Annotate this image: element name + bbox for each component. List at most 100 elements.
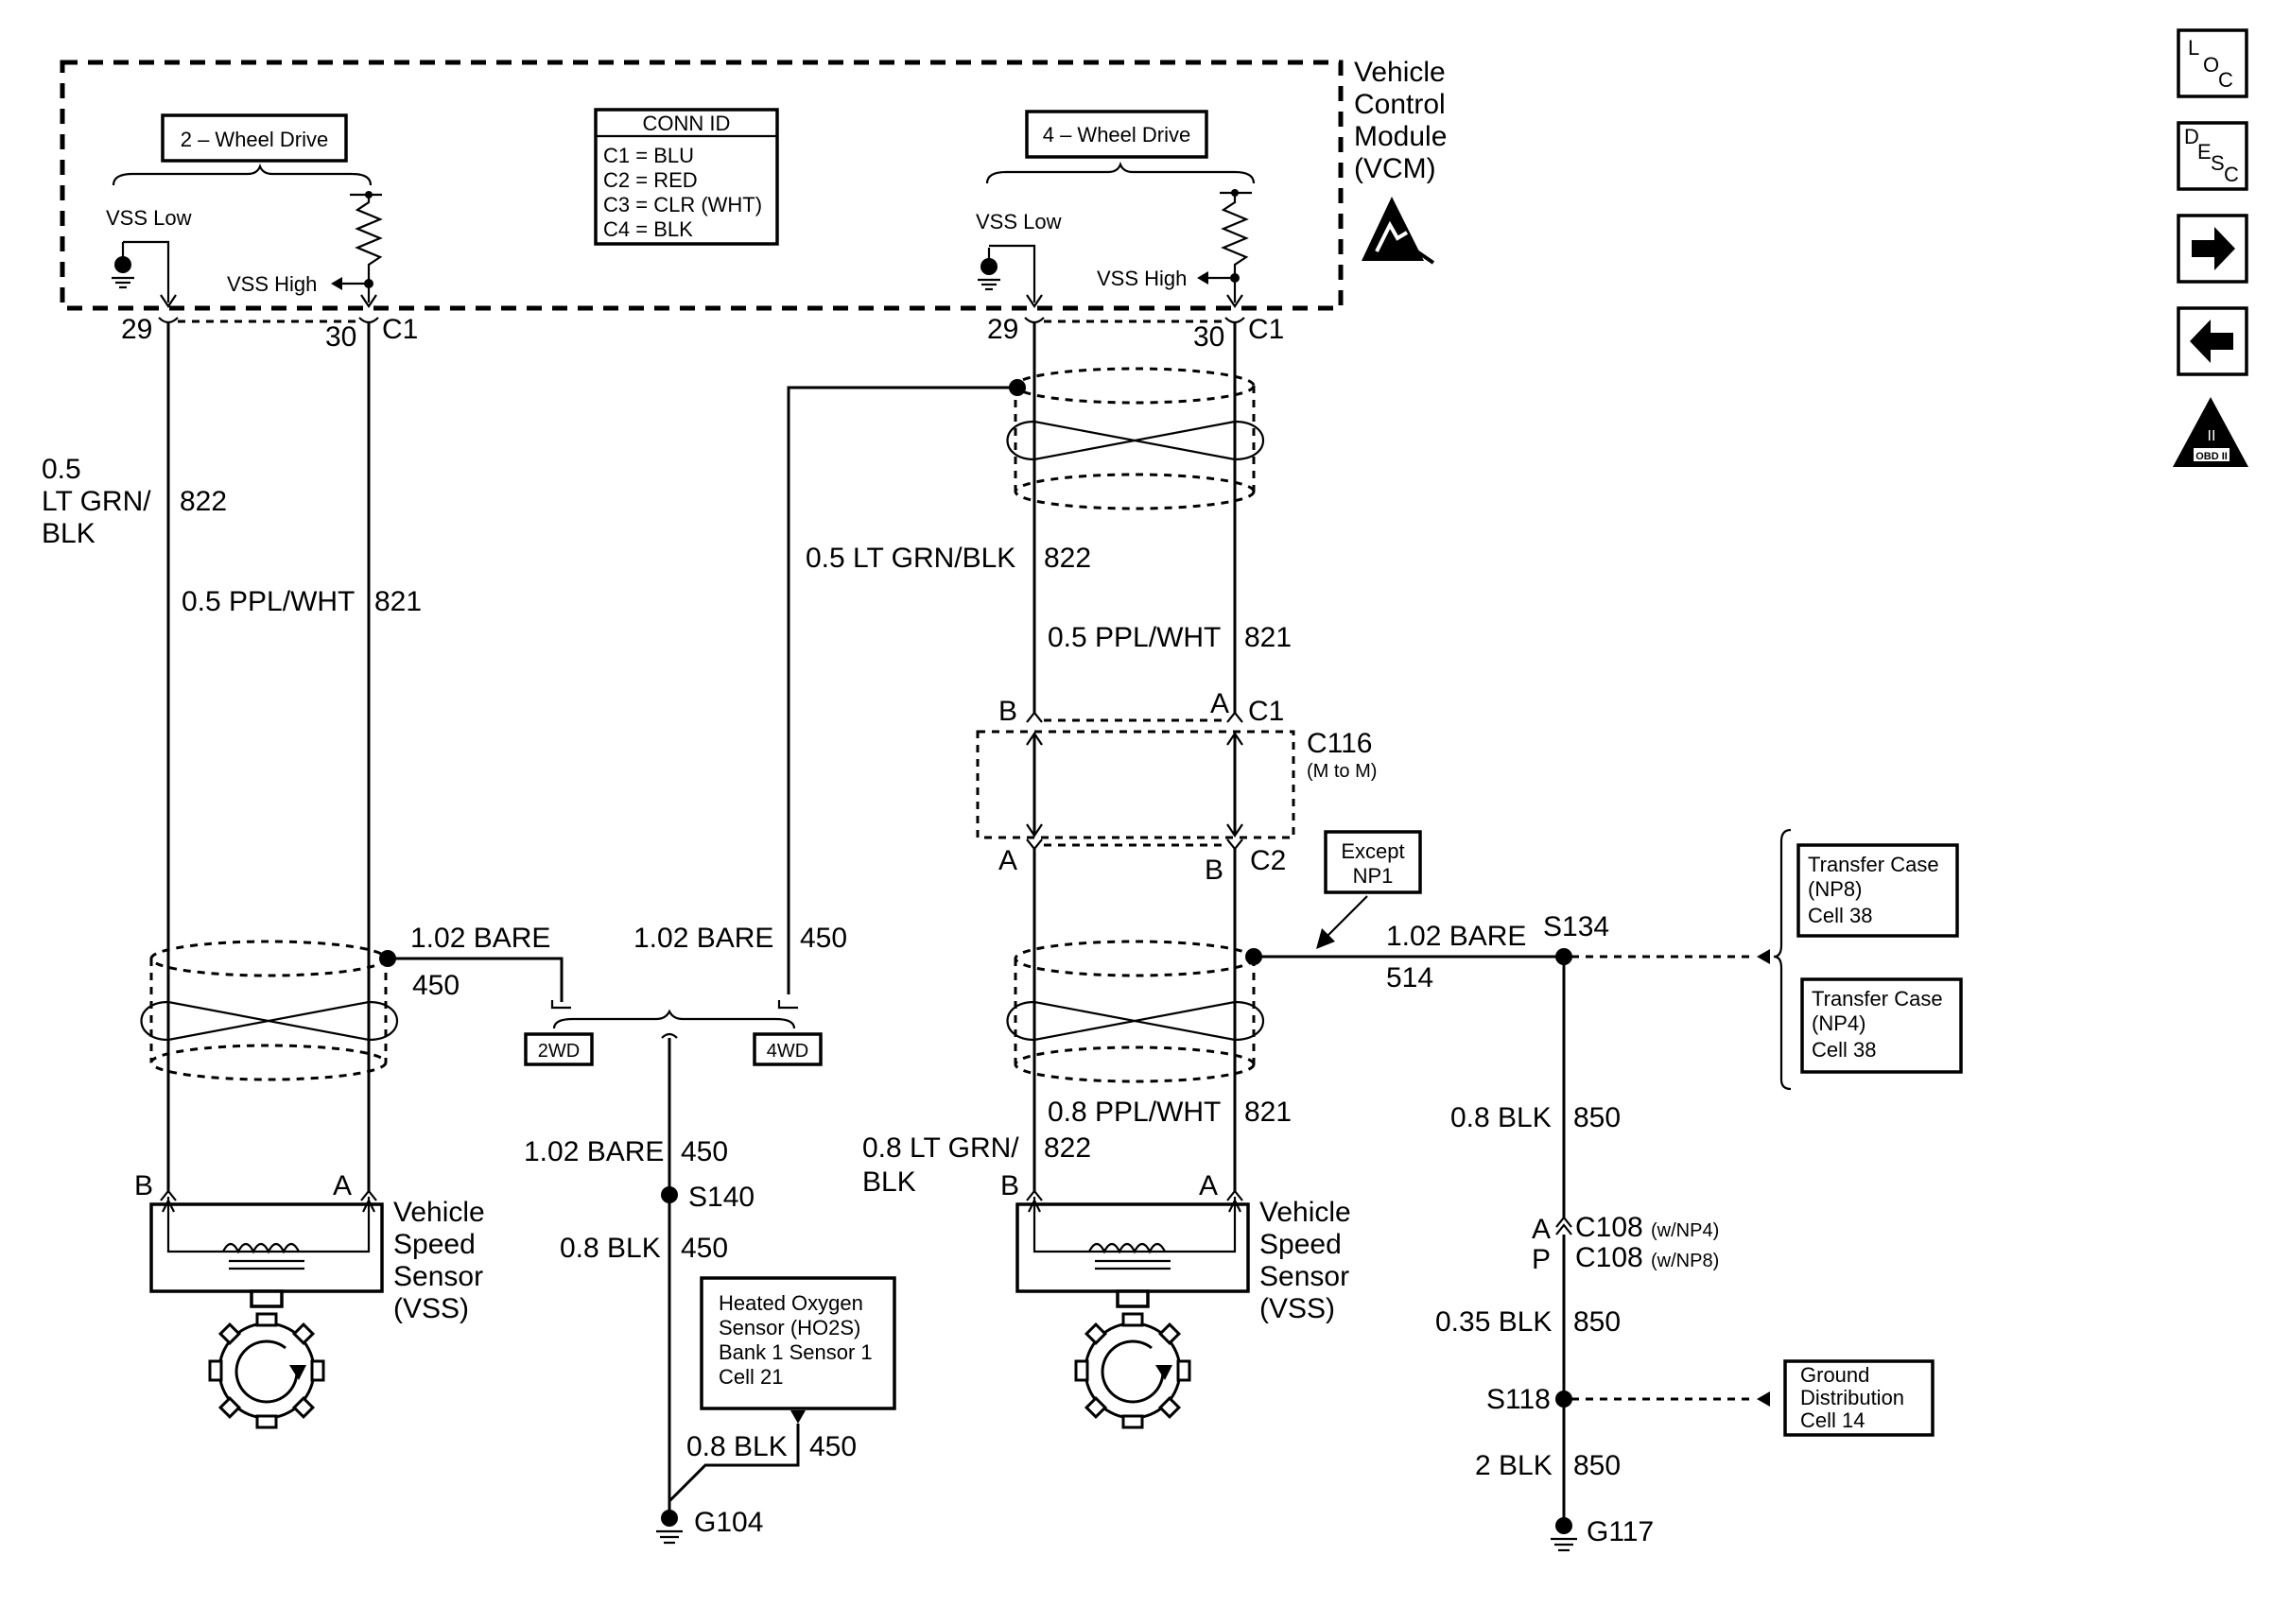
c116-bot-a: A (998, 845, 1017, 876)
except-np1-box: Except NP1 (1324, 830, 1422, 894)
right-vss-sensor (1015, 1197, 1250, 1308)
c116-name: C116 (1307, 728, 1373, 759)
right-conn-c1: C1 (1248, 314, 1284, 345)
left-pin-29: 29 (121, 314, 152, 345)
ho2s-line-4: Cell 21 (719, 1365, 783, 1389)
right-vss-line-4: (VSS) (1259, 1293, 1335, 1324)
vcm-title-line-1: Vehicle (1354, 57, 1446, 88)
conn-id-box: CONN ID C1 = BLU C2 = RED C3 = CLR (WHT)… (594, 108, 779, 246)
vcm-title-line-4: (VCM) (1354, 153, 1436, 184)
right-lower-822-line-1: 0.8 LT GRN/ (862, 1132, 1019, 1164)
center-blk-num: 450 (681, 1233, 728, 1264)
center-4wd-label: 1.02 BARE (633, 923, 773, 954)
left-conn-c1: C1 (382, 314, 418, 345)
except-line-2: NP1 (1353, 864, 1394, 888)
right-lower-822-line-2: BLK (862, 1166, 916, 1198)
desc-letter-d: D (2184, 125, 2199, 148)
ground-wire2-label: 0.35 BLK (1435, 1306, 1552, 1338)
ground-g104-icon (656, 1510, 683, 1545)
splice-s118: S118 (1486, 1384, 1551, 1415)
except-line-1: Except (1341, 839, 1404, 863)
esd-warning-icon (1362, 197, 1435, 265)
4wd-vss-high: VSS High (1097, 267, 1187, 290)
transfer-case-np8-box: Transfer Case (NP8) Cell 38 (1796, 843, 1959, 938)
right-circuit: 0.5 LT GRN/BLK 822 0.5 PPL/WHT 821 B A C… (806, 317, 1609, 1429)
right-upper-shield (1006, 367, 1264, 510)
2wd-vss-high: VSS High (227, 272, 317, 296)
center-blk-label: 0.8 BLK (560, 1233, 661, 1264)
right-822-label: 0.5 LT GRN/BLK (806, 543, 1015, 574)
ho2s-line-2: Sensor (HO2S) (719, 1316, 860, 1339)
transfer-case-np4-box: Transfer Case (NP4) Cell 38 (1800, 977, 1963, 1074)
ground-circuit: Transfer Case (NP8) Cell 38 Transfer Cas… (1435, 828, 1963, 1552)
right-vss-pin-a: A (1199, 1170, 1218, 1201)
left-vss-line-2: Speed (393, 1229, 476, 1260)
ho2s-box: Heated Oxygen Sensor (HO2S) Bank 1 Senso… (700, 1276, 896, 1410)
c108-p-label: C108 (1575, 1242, 1643, 1273)
left-822-line-3: BLK (42, 518, 95, 549)
left-vss-pin-b: B (134, 1170, 153, 1201)
left-arrow-icon (2190, 320, 2233, 363)
c116-top-conn: C1 (1248, 696, 1284, 727)
c108-a-sub: (w/NP4) (1651, 1220, 1719, 1241)
vcm-boundary (60, 60, 1344, 311)
right-shield-num: 514 (1386, 962, 1433, 993)
loc-button[interactable]: L O C (2177, 28, 2248, 98)
ground-g117-icon (1551, 1517, 1577, 1552)
desc-button[interactable]: D E S C (2177, 121, 2248, 191)
prev-button[interactable] (2177, 306, 2248, 376)
left-822-line-1: 0.5 (42, 454, 81, 485)
left-twisted-pair-shield (140, 940, 398, 1081)
c116-sub: (M to M) (1307, 761, 1377, 782)
desc-letter-s: S (2211, 151, 2225, 175)
conn-id-line-4: C4 = BLK (603, 217, 693, 241)
left-vss-line-3: Sensor (393, 1261, 483, 1292)
ground-wire1-num: 850 (1573, 1102, 1621, 1133)
ho2s-line-3: Bank 1 Sensor 1 (719, 1340, 873, 1364)
next-button[interactable] (2177, 214, 2248, 284)
right-shield-label: 1.02 BARE (1386, 921, 1526, 952)
c116-top-a: A (1210, 688, 1229, 719)
obd-label: OBD II (2195, 451, 2228, 462)
right-pin-29: 29 (987, 314, 1018, 345)
tag-4wd: 4WD (767, 1041, 808, 1062)
left-reluctor-wheel-icon (208, 1312, 325, 1429)
conn-id-line-3: C3 = CLR (WHT) (603, 193, 762, 216)
left-shield-label: 1.02 BARE (410, 923, 550, 954)
gnd-dist-line-1: Ground (1800, 1363, 1869, 1387)
ground-g117: G117 (1587, 1516, 1654, 1547)
obd-roman: II (2208, 428, 2216, 444)
splice-s140: S140 (688, 1182, 755, 1213)
gnd-dist-line-2: Distribution (1800, 1386, 1904, 1409)
right-lower-822-num: 822 (1044, 1132, 1091, 1164)
right-821-num: 821 (1244, 622, 1292, 653)
center-ho2s-wire-label: 0.8 BLK (686, 1431, 788, 1462)
np4-line-2: (NP4) (1812, 1011, 1865, 1035)
left-shield-num: 450 (412, 970, 460, 1001)
right-822-num: 822 (1044, 543, 1091, 574)
right-lower-shield (1006, 940, 1264, 1083)
conn-id-line-2: C2 = RED (603, 168, 698, 192)
ground-wire2-num: 850 (1573, 1306, 1621, 1338)
left-vss-line-4: (VSS) (393, 1293, 469, 1324)
left-circuit: 0.5 LT GRN/ BLK 822 0.5 PPL/WHT 821 1.02… (42, 317, 564, 1429)
c108-p-sub: (w/NP8) (1651, 1251, 1719, 1271)
center-lower-num: 450 (681, 1136, 728, 1167)
connector-c116: B A C1 C116 (M to M) A B C2 (976, 688, 1377, 886)
left-821-num: 821 (374, 586, 422, 617)
4wd-label: 4 – Wheel Drive (1043, 123, 1191, 147)
center-ho2s-wire-num: 450 (809, 1431, 857, 1462)
c116-bot-conn: C2 (1250, 845, 1286, 876)
conn-id-line-1: C1 = BLU (603, 144, 694, 167)
desc-letter-e: E (2197, 140, 2212, 164)
ho2s-line-1: Heated Oxygen (719, 1291, 863, 1315)
loc-letter-o: O (2203, 53, 2219, 77)
right-vss-line-1: Vehicle (1259, 1197, 1351, 1228)
loc-letter-l: L (2188, 36, 2199, 60)
right-pin-30: 30 (1193, 321, 1224, 353)
right-vss-line-3: Sensor (1259, 1261, 1349, 1292)
obd-ii-button[interactable]: OBD II II (2173, 397, 2248, 467)
right-reluctor-wheel-icon (1074, 1312, 1191, 1429)
left-pin-30: 30 (325, 321, 356, 353)
